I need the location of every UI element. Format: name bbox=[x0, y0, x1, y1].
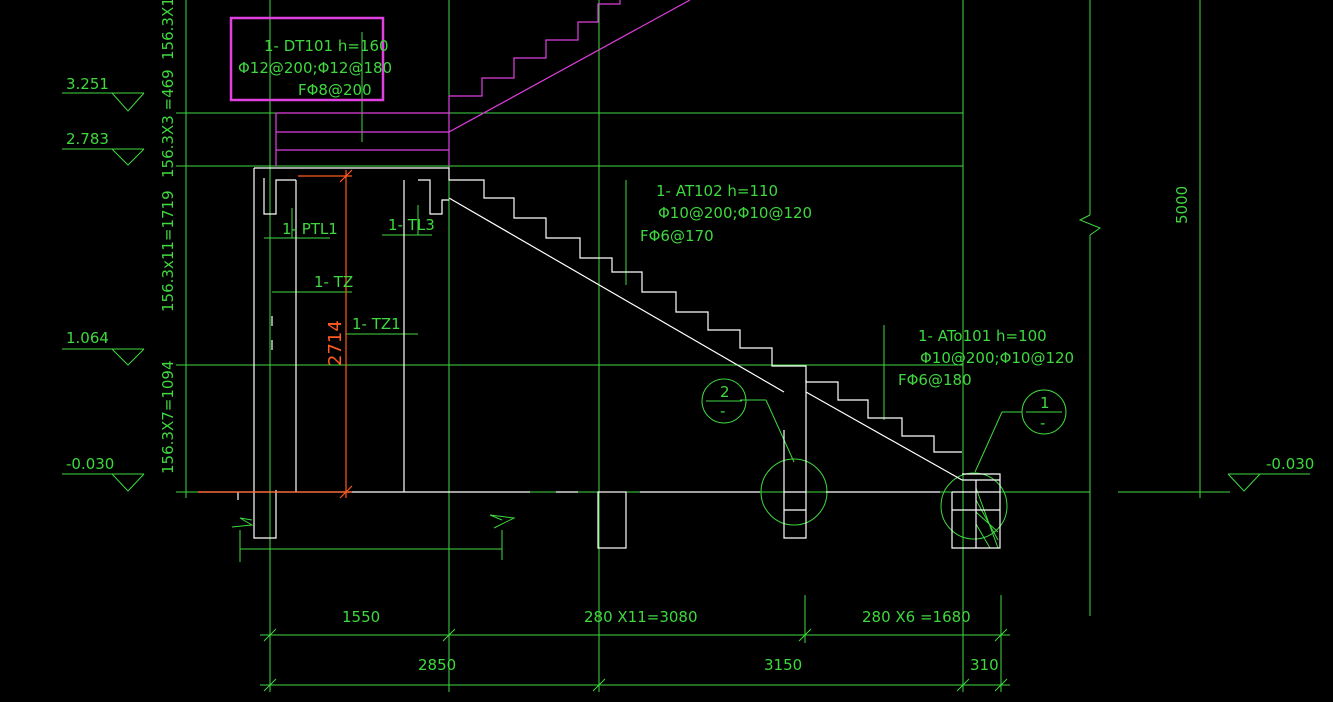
at102-rebar: Φ10@200;Φ10@120 bbox=[658, 204, 812, 222]
dt101-label: 1- DT101 h=160 bbox=[264, 37, 389, 55]
member-tz: 1- TZ bbox=[314, 273, 353, 291]
callout-1-sub: - bbox=[1040, 414, 1045, 432]
callout-circles bbox=[701, 378, 1067, 540]
dt101-rebar: Φ12@200;Φ12@180 bbox=[238, 59, 392, 77]
stair-structure bbox=[198, 167, 1001, 549]
orange-dimension bbox=[198, 169, 353, 499]
dim-3080: 280 X11=3080 bbox=[584, 608, 698, 626]
vertical-dim-1094: 156.3X7=1094 bbox=[159, 360, 177, 474]
upper-flight bbox=[229, 0, 691, 166]
vertical-dim-1719: 156.3x11=1719 bbox=[159, 190, 177, 312]
callout-2-sub: - bbox=[720, 402, 725, 420]
ato101-rebar: Φ10@200;Φ10@120 bbox=[920, 349, 1074, 367]
dim-2850: 2850 bbox=[418, 656, 456, 674]
ato101-label: 1- ATo101 h=100 bbox=[918, 327, 1047, 345]
elevation-2-783: 2.783 bbox=[66, 130, 109, 148]
member-tl3: 1- TL3 bbox=[388, 216, 435, 234]
elevation-markers bbox=[62, 92, 1310, 492]
at102-label: 1- AT102 h=110 bbox=[656, 182, 778, 200]
elevation-ground-left: -0.030 bbox=[66, 455, 114, 473]
dim-310: 310 bbox=[970, 656, 999, 674]
dimension-2714: 2714 bbox=[325, 320, 346, 366]
ato101-distribution: FΦ6@180 bbox=[898, 371, 972, 389]
elevation-3-251: 3.251 bbox=[66, 75, 109, 93]
member-tz1: 1- TZ1 bbox=[352, 315, 401, 333]
dim-1680: 280 X6 =1680 bbox=[862, 608, 971, 626]
elevation-1-064: 1.064 bbox=[66, 329, 109, 347]
vertical-dim-top: 156.3X11= bbox=[159, 0, 177, 60]
callout-2-number: 2 bbox=[720, 383, 730, 401]
elevation-ground-right: -0.030 bbox=[1266, 455, 1314, 473]
dim-3150: 3150 bbox=[764, 656, 802, 674]
dim-1550: 1550 bbox=[342, 608, 380, 626]
callout-1-number: 1 bbox=[1040, 394, 1050, 412]
member-ptl1: 1- PTL1 bbox=[282, 220, 338, 238]
vertical-dim-5000: 5000 bbox=[1173, 186, 1191, 224]
at102-distribution: FΦ6@170 bbox=[640, 227, 714, 245]
vertical-dim-469: 156.3X3 =469 bbox=[159, 69, 177, 178]
dt101-distribution: FΦ8@200 bbox=[298, 81, 372, 99]
